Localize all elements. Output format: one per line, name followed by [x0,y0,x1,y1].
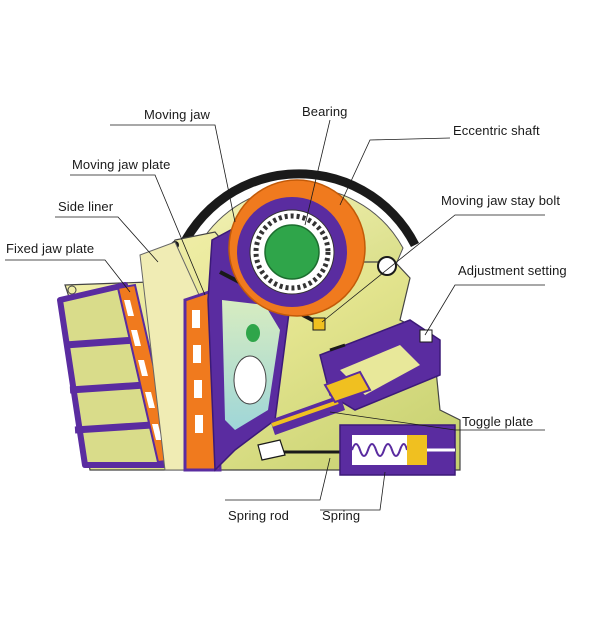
leader-lines [5,119,545,511]
spring [339,424,456,476]
spring-rod [257,439,350,461]
eccentric-assembly [228,179,397,317]
label-moving-jaw-stay-bolt: Moving jaw stay bolt [441,193,561,208]
label-spring: Spring [322,508,361,523]
toggle-plate [270,370,372,435]
label-toggle-plate: Toggle plate [462,414,534,429]
label-bearing: Bearing [302,104,348,119]
label-moving-jaw-plate: Moving jaw plate [72,157,171,172]
label-eccentric-shaft: Eccentric shaft [453,123,540,138]
label-spring-rod: Spring rod [228,508,289,523]
label-adjustment-setting: Adjustment setting [458,263,567,278]
label-fixed-jaw-plate: Fixed jaw plate [6,241,95,256]
label-side-liner: Side liner [58,199,114,214]
label-moving-jaw: Moving jaw [144,107,211,122]
